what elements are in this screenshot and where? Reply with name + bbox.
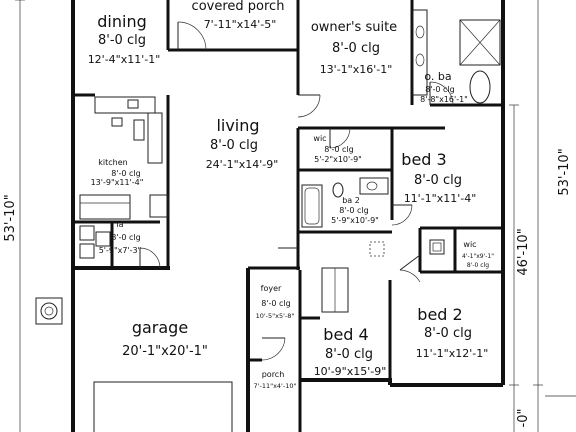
- laundry-ceiling: 8'-0 clg: [111, 233, 141, 242]
- bed3-size: 11'-1"x11'-4": [404, 192, 477, 205]
- living-ceiling: 8'-0 clg: [210, 138, 258, 153]
- covered-porch-label: covered porch: [192, 0, 285, 14]
- garage-label: garage: [132, 318, 188, 337]
- o-ba-size: 8'-8"x16'-1": [420, 95, 468, 104]
- right-depth-dimension: 53'-10": [557, 148, 572, 195]
- laundry-label: la: [116, 220, 123, 229]
- ba2-size: 5'-9"x10'-9": [331, 216, 379, 225]
- porch-label: porch: [262, 370, 285, 379]
- bed4-label: bed 4: [323, 325, 368, 344]
- kitchen-label: kitchen: [98, 158, 127, 167]
- left-depth-dimension: 53'-10": [3, 194, 18, 241]
- wic-owner-size: 5'-2"x10'-9": [314, 155, 362, 164]
- room-bed4: bed 4 8'-0 clg 10'-9"x15'-9": [314, 325, 387, 378]
- room-wic-bed2: wic 4'-1"x9'-1" 8'-0 clg: [462, 240, 494, 269]
- room-living: living 8'-0 clg 24'-1"x14'-9": [206, 116, 279, 171]
- room-o-ba: o. ba 8'-0 clg 8'-8"x16'-1": [420, 70, 468, 104]
- garage-door-outline: [93, 381, 233, 432]
- wic-bed2-label: wic: [463, 240, 476, 249]
- bed2-ceiling: 8'-0 clg: [424, 326, 472, 341]
- dining-label: dining: [97, 12, 146, 31]
- wic-owner-label: wic: [313, 134, 326, 143]
- room-foyer: foyer 8'-0 clg 10'-5"x5'-8": [256, 284, 295, 320]
- hall-dashed-marker: [369, 241, 385, 257]
- bed3-ceiling: 8'-0 clg: [414, 173, 462, 188]
- bed4-size: 10'-9"x15'-9": [314, 365, 387, 378]
- bed2-size: 11'-1"x12'-1": [416, 347, 489, 360]
- room-kitchen: kitchen 8'-0 clg 13'-9"x11'-4": [91, 158, 144, 187]
- covered-porch-size: 7'-11"x14'-5": [204, 18, 277, 31]
- dimension-lines: [15, 0, 576, 432]
- wic-bed2-size: 4'-1"x9'-1": [462, 253, 494, 260]
- bed3-label: bed 3: [401, 150, 446, 169]
- ba2-label: ba 2: [342, 196, 360, 205]
- laundry-appliances: [79, 225, 111, 259]
- wic-owner-ceiling: 8'-0 clg: [324, 145, 354, 154]
- foyer-label: foyer: [261, 284, 282, 293]
- foyer-size: 10'-5"x5'-8": [256, 312, 295, 320]
- room-ba2: ba 2 8'-0 clg 5'-9"x10'-9": [331, 196, 379, 225]
- laundry-size: 5'-9"x7'-3": [99, 246, 142, 255]
- room-laundry: la 8'-0 clg 5'-9"x7'-3": [99, 220, 142, 255]
- room-porch: porch 7'-11"x4'-10": [254, 370, 297, 390]
- room-bed3: bed 3 8'-0 clg 11'-1"x11'-4": [401, 150, 476, 205]
- o-ba-ceiling: 8'-0 clg: [425, 85, 455, 94]
- living-label: living: [216, 116, 259, 135]
- owners-suite-label: owner's suite: [311, 20, 397, 35]
- garage-size: 20'-1"x20'-1": [122, 344, 208, 359]
- kitchen-size: 13'-9"x11'-4": [91, 178, 144, 187]
- dining-size: 12'-4"x11'-1": [88, 53, 161, 66]
- bottom-right-partial-dimension: -0": [516, 409, 531, 428]
- kitchen-cabinets: [79, 96, 169, 220]
- living-size: 24'-1"x14'-9": [206, 158, 279, 171]
- room-owners-suite: owner's suite 8'-0 clg 13'-1"x16'-1": [311, 20, 397, 76]
- room-covered-porch: covered porch 7'-11"x14'-5": [192, 0, 285, 31]
- interior-walls: [73, 0, 503, 432]
- dining-ceiling: 8'-0 clg: [98, 33, 146, 48]
- o-ba-label: o. ba: [424, 70, 451, 83]
- inner-right-depth-dimension: 46'-10": [516, 228, 531, 275]
- ac-unit-symbol: [35, 297, 63, 325]
- room-dining: dining 8'-0 clg 12'-4"x11'-1": [88, 12, 161, 66]
- bed2-label: bed 2: [417, 305, 462, 324]
- ba2-ceiling: 8'-0 clg: [339, 206, 369, 215]
- door-swings: [139, 21, 454, 361]
- owners-suite-size: 13'-1"x16'-1": [320, 63, 393, 76]
- kitchen-ceiling: 8'-0 clg: [111, 169, 141, 178]
- porch-size: 7'-11"x4'-10": [254, 382, 297, 390]
- owners-suite-ceiling: 8'-0 clg: [332, 41, 380, 56]
- room-garage: garage 20'-1"x20'-1": [122, 318, 208, 359]
- wic-bed2-ceiling: 8'-0 clg: [467, 262, 489, 269]
- bed4-ceiling: 8'-0 clg: [325, 347, 373, 362]
- room-bed2: bed 2 8'-0 clg 11'-1"x12'-1": [416, 305, 489, 360]
- bath-fixtures: [301, 9, 501, 255]
- foyer-ceiling: 8'-0 clg: [261, 299, 291, 308]
- room-wic-owner: wic 8'-0 clg 5'-2"x10'-9": [313, 134, 361, 164]
